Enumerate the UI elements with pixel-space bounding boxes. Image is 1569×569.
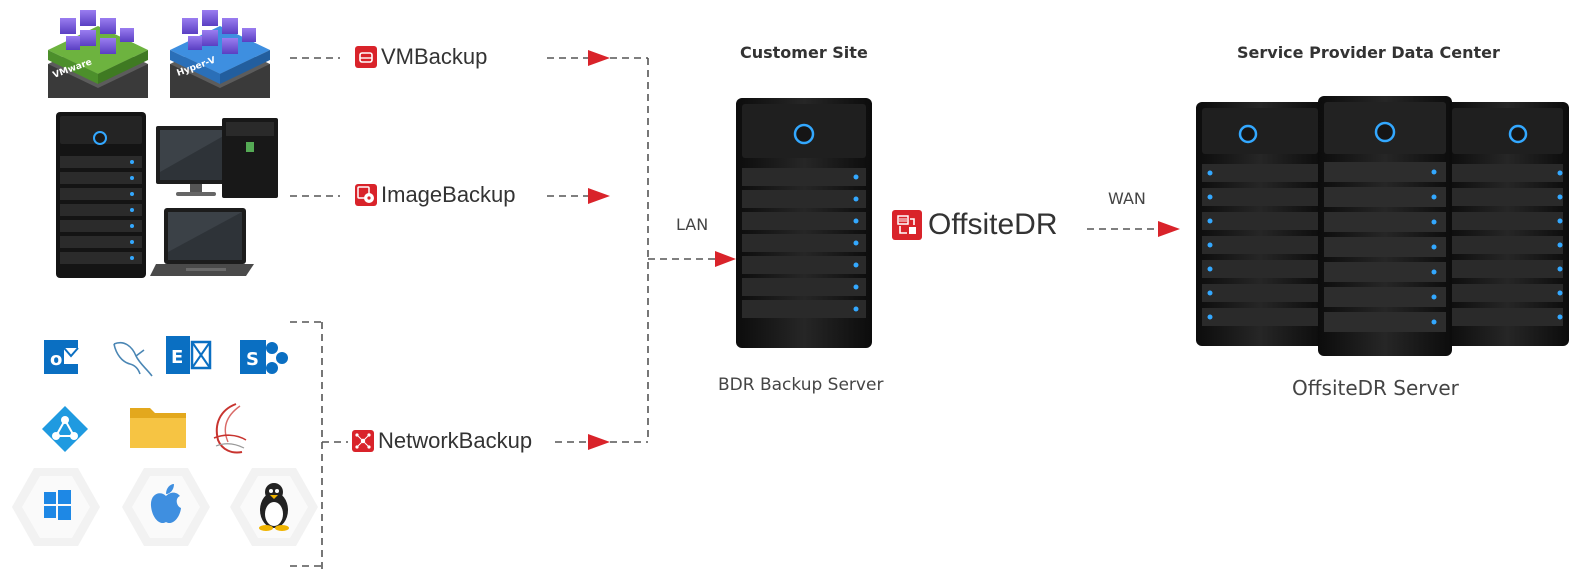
vm-platforms: VMware Hyper-V [48,10,270,98]
net-arrow [588,434,610,450]
vm-backup-label: VMBackup [355,44,487,70]
mysql-icon [110,334,156,382]
offsite-dr-text: OffsiteDR [928,208,1058,241]
vm-backup-text: VMBackup [381,44,488,69]
active-directory-icon [40,404,90,454]
image-arrow [588,188,610,204]
svg-text:S: S [246,349,259,370]
offsite-replication-icon [892,210,922,240]
rack-server-left [1196,102,1324,346]
folder-icon [128,402,188,452]
vmware-icon: VMware [48,10,148,98]
exchange-icon: E [164,334,212,378]
bdr-server-caption: BDR Backup Server [718,375,884,395]
sharepoint-icon: S [238,334,288,380]
hard-drive-icon [355,46,377,68]
tower-server-icon [56,112,146,278]
hyperv-icon: Hyper-V [170,10,270,98]
bdr-backup-server [736,98,872,348]
network-backup-text: NetworkBackup [378,428,533,453]
network-icon [352,430,374,452]
wan-label: WAN [1108,189,1146,208]
lan-label: LAN [676,215,709,234]
rack-server-center [1318,96,1452,356]
offsite-server-caption: OffsiteDR Server [1292,376,1459,400]
customer-site-heading: Customer Site [740,43,868,62]
outlook-icon: o [40,336,82,378]
linux-icon [228,466,320,548]
wan-arrow [1158,221,1180,237]
data-center-heading: Service Provider Data Center [1237,43,1500,62]
sql-server-icon [206,400,252,460]
apple-icon [120,466,212,548]
lan-arrow [715,251,736,267]
network-backup-label: NetworkBackup [352,428,532,454]
image-backup-text: ImageBackup [381,182,516,207]
physical-machines [56,112,278,278]
svg-text:o: o [50,349,62,370]
image-backup-label: ImageBackup [355,182,516,208]
svg-text:E: E [171,347,183,368]
vm-arrow [588,50,610,66]
offsite-dr-server-rack [1196,96,1569,356]
desktop-computer-icon [156,118,278,198]
windows-icon [10,466,102,548]
laptop-icon [150,208,254,276]
offsite-dr-label: OffsiteDR [892,208,1057,242]
power-button-icon [793,123,815,145]
disk-image-icon [355,184,377,206]
rack-server-right [1446,102,1569,346]
